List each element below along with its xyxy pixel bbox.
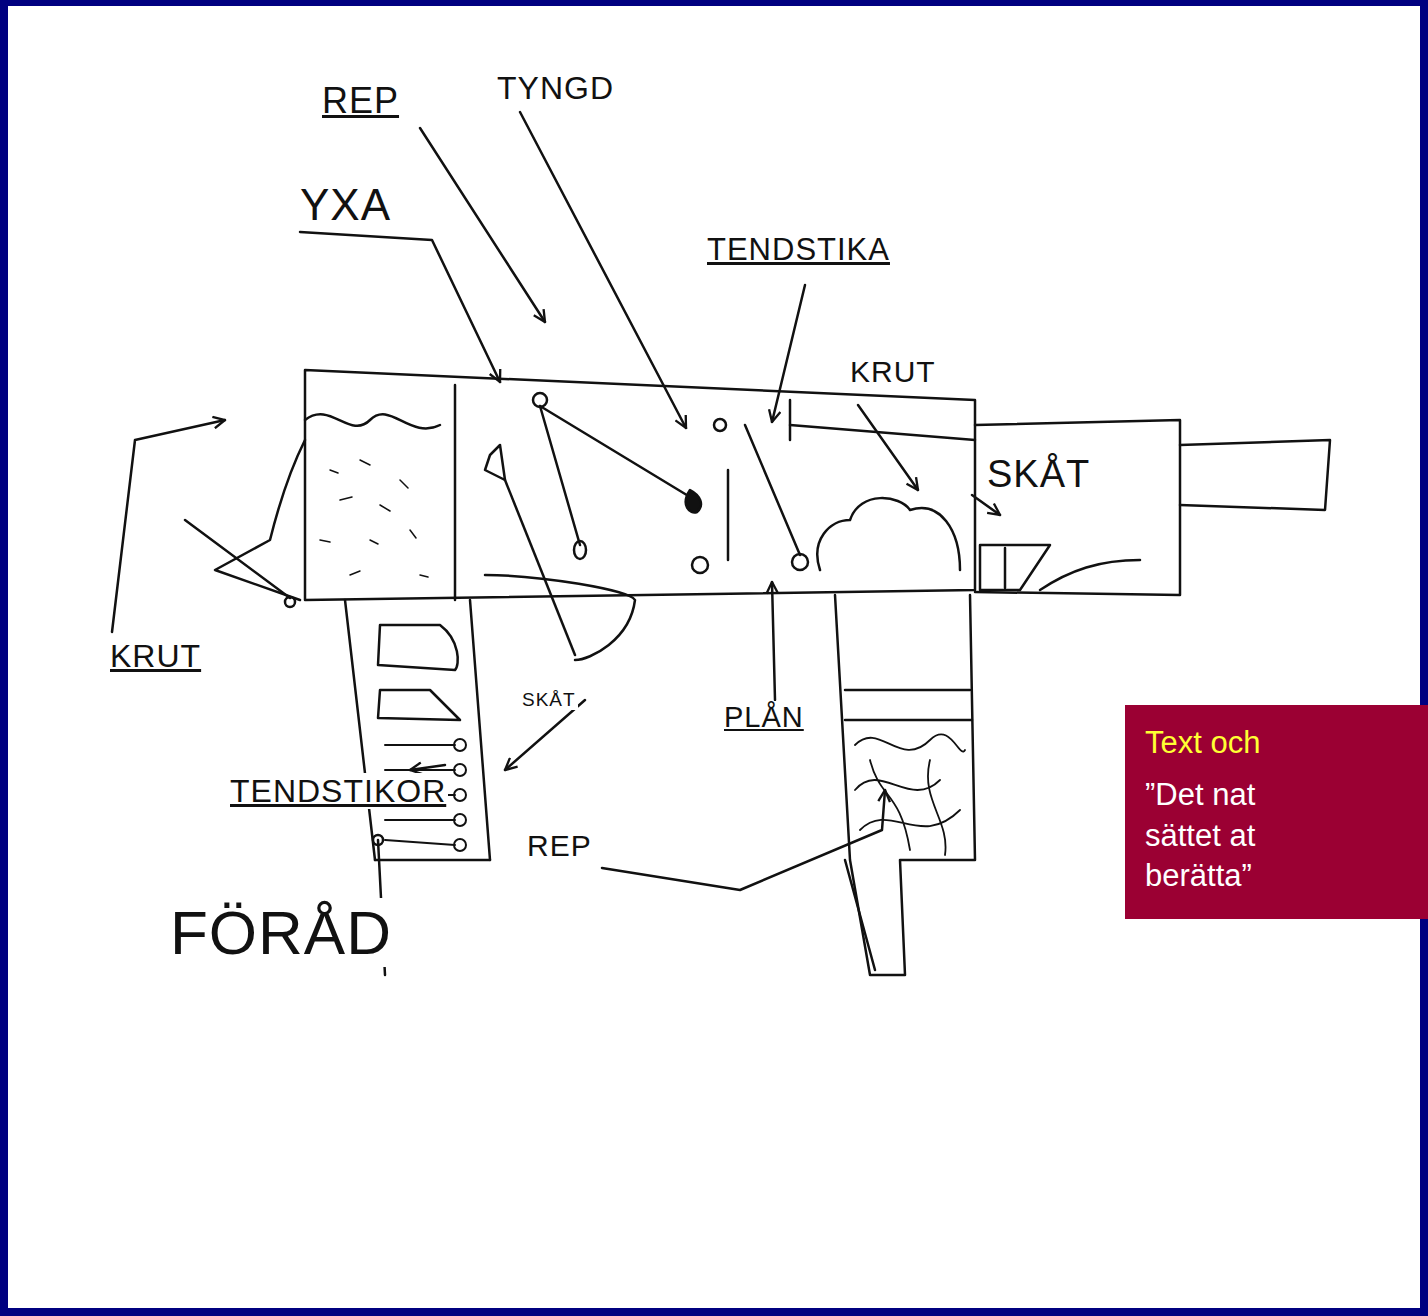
part-label: KRUT: [108, 638, 203, 674]
part-label: REP: [320, 80, 401, 121]
part-label: REP: [525, 829, 594, 862]
part-label: TYNGD: [495, 70, 616, 106]
label-wrap: TENDSTIKA: [705, 234, 892, 267]
part-label: SKÅT: [520, 689, 578, 710]
panel-heading: Text och: [1145, 723, 1428, 763]
quote-panel: Text och ”Det nat sättet at berätta”: [1125, 705, 1428, 919]
panel-quote: ”Det nat sättet at berätta”: [1145, 775, 1305, 896]
part-label: SKÅT: [985, 453, 1092, 495]
label-wrap: SKÅT: [985, 455, 1092, 495]
label-wrap: YXA: [298, 182, 393, 228]
label-wrap: PLÅN: [722, 702, 806, 732]
part-label: PLÅN: [722, 701, 806, 733]
label-wrap: REP: [320, 82, 401, 120]
label-wrap: TENDSTIKOR: [228, 775, 448, 809]
paper-ground: [8, 6, 1420, 1308]
part-label: YXA: [298, 180, 393, 229]
label-wrap: FÖRÅD: [168, 900, 394, 965]
part-label: TENDSTIKA: [705, 232, 892, 267]
part-label: TENDSTIKOR: [228, 773, 448, 809]
label-wrap: REP: [525, 830, 594, 862]
label-wrap: KRUT: [848, 356, 938, 388]
title-label: FÖRÅD: [168, 898, 394, 967]
part-label: KRUT: [848, 355, 938, 388]
label-wrap: KRUT: [108, 640, 203, 674]
label-wrap: SKÅT: [520, 690, 578, 710]
label-wrap: TYNGD: [495, 72, 616, 106]
